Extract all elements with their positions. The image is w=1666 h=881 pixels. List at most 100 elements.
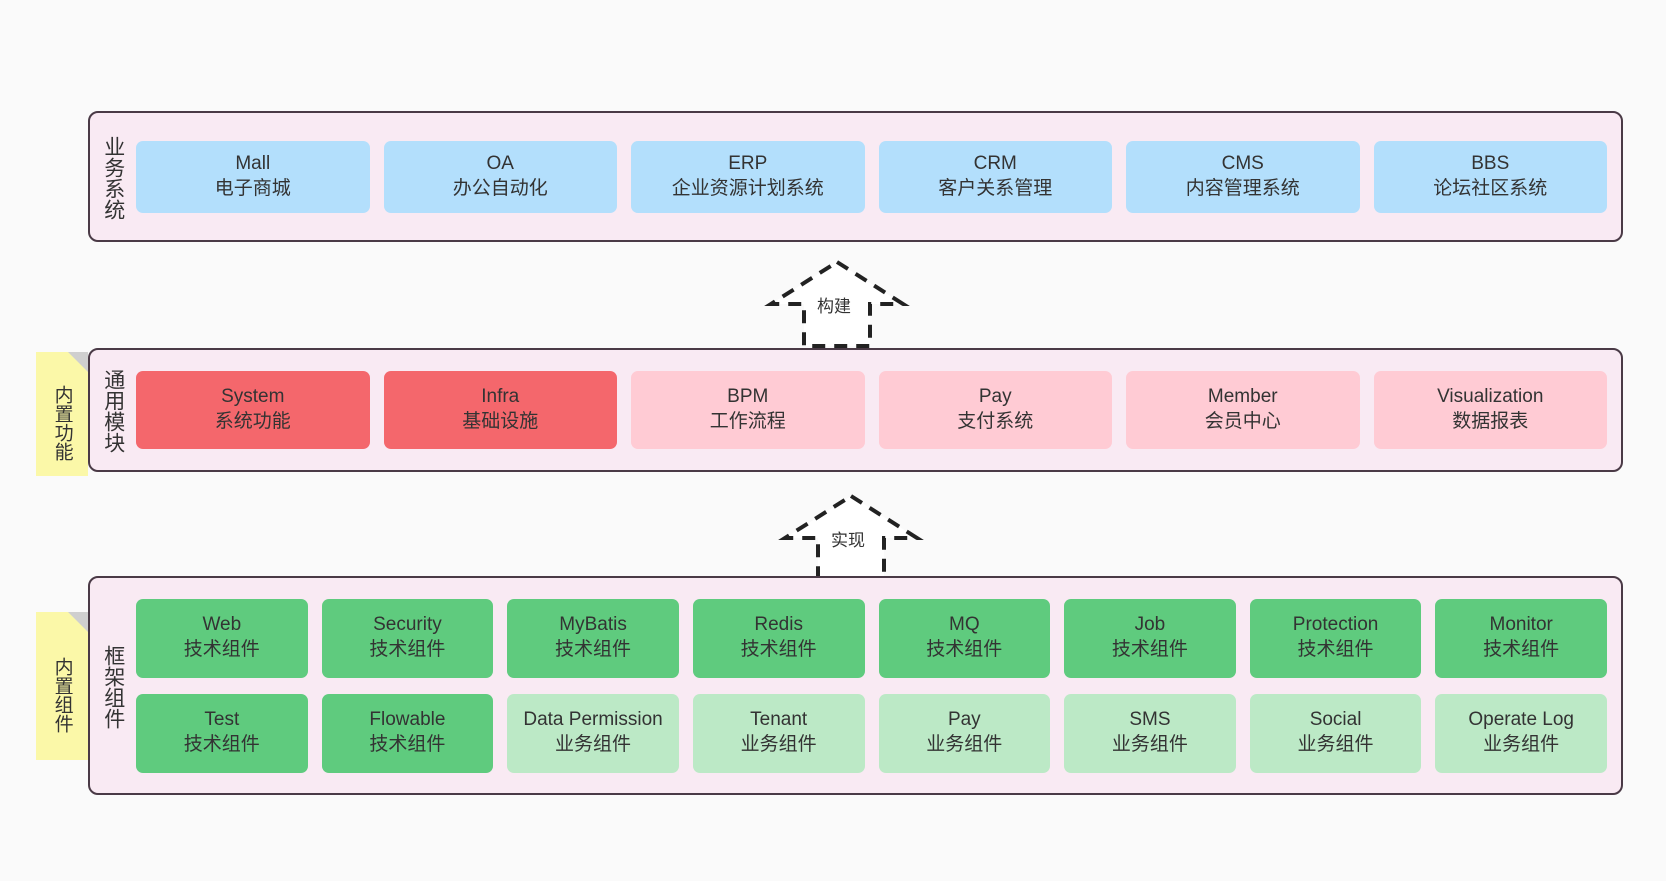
layer-body-framework: Web 技术组件 Security 技术组件 MyBatis 技术组件 Redi… bbox=[136, 578, 1621, 793]
connector-implement: 实现 bbox=[771, 492, 931, 582]
card-test[interactable]: Test 技术组件 bbox=[136, 693, 308, 773]
card-title: Mall bbox=[235, 152, 271, 174]
card-subtitle: 技术组件 bbox=[369, 639, 446, 660]
card-monitor[interactable]: Monitor 技术组件 bbox=[1435, 598, 1607, 678]
card-operate-log[interactable]: Operate Log 业务组件 bbox=[1435, 693, 1607, 773]
note-fold-corner-icon bbox=[68, 352, 88, 372]
card-title: Pay bbox=[978, 386, 1012, 408]
card-security[interactable]: Security 技术组件 bbox=[321, 598, 494, 678]
card-title: Visualization bbox=[1437, 386, 1544, 408]
card-bpm[interactable]: BPM 工作流程 bbox=[631, 371, 865, 449]
card-title: Test bbox=[204, 709, 240, 731]
card-subtitle: 技术组件 bbox=[1297, 639, 1374, 660]
card-social[interactable]: Social 业务组件 bbox=[1249, 693, 1422, 773]
card-title: Infra bbox=[481, 386, 520, 408]
card-title: Pay bbox=[947, 709, 981, 731]
card-subtitle: 业务组件 bbox=[1297, 734, 1374, 755]
card-subtitle: 内容管理系统 bbox=[1185, 177, 1300, 199]
card-cms[interactable]: CMS 内容管理系统 bbox=[1126, 140, 1360, 213]
card-subtitle: 业务组件 bbox=[1111, 734, 1188, 755]
card-mq[interactable]: MQ 技术组件 bbox=[878, 598, 1051, 678]
card-row: Mall 电子商城 OA 办公自动化 ERP 企业资源计划系统 CRM 客户关系… bbox=[136, 140, 1607, 213]
card-mall[interactable]: Mall 电子商城 bbox=[136, 140, 370, 213]
card-title: MyBatis bbox=[559, 614, 627, 636]
card-infra[interactable]: Infra 基础设施 bbox=[383, 371, 617, 449]
card-subtitle: 业务组件 bbox=[740, 734, 817, 755]
card-subtitle: 办公自动化 bbox=[452, 177, 548, 199]
card-subtitle: 业务组件 bbox=[926, 734, 1003, 755]
card-subtitle: 技术组件 bbox=[1111, 639, 1188, 660]
note-fold-corner-icon bbox=[68, 612, 88, 632]
card-subtitle: 基础设施 bbox=[462, 411, 539, 432]
card-subtitle: 电子商城 bbox=[214, 177, 291, 199]
card-subtitle: 数据报表 bbox=[1452, 411, 1529, 432]
card-row: Web 技术组件 Security 技术组件 MyBatis 技术组件 Redi… bbox=[136, 598, 1607, 678]
card-subtitle: 技术组件 bbox=[183, 639, 260, 660]
card-subtitle: 技术组件 bbox=[183, 734, 260, 755]
card-title: Operate Log bbox=[1468, 709, 1574, 731]
card-erp[interactable]: ERP 企业资源计划系统 bbox=[631, 140, 865, 213]
card-web[interactable]: Web 技术组件 bbox=[136, 598, 308, 678]
card-subtitle: 技术组件 bbox=[740, 639, 817, 660]
card-system[interactable]: System 系统功能 bbox=[136, 371, 370, 449]
card-title: Job bbox=[1134, 614, 1166, 636]
card-title: Web bbox=[202, 614, 242, 636]
card-mybatis[interactable]: MyBatis 技术组件 bbox=[507, 598, 679, 678]
card-subtitle: 企业资源计划系统 bbox=[671, 177, 824, 199]
note-builtin-function: 内置功能 bbox=[36, 352, 88, 476]
layer-business-system: 业务系统 Mall 电子商城 OA 办公自动化 ERP 企业资源计划系统 CRM… bbox=[88, 111, 1623, 242]
card-title: MQ bbox=[949, 614, 980, 636]
card-title: Protection bbox=[1292, 614, 1379, 636]
card-subtitle: 会员中心 bbox=[1204, 411, 1281, 432]
card-subtitle: 业务组件 bbox=[555, 734, 632, 755]
layer-body-common: System 系统功能 Infra 基础设施 BPM 工作流程 Pay 支付系统… bbox=[136, 350, 1621, 470]
card-pay-component[interactable]: Pay 业务组件 bbox=[878, 693, 1051, 773]
card-member[interactable]: Member 会员中心 bbox=[1126, 371, 1360, 449]
connector-build: 构建 bbox=[757, 258, 917, 348]
connector-label: 构建 bbox=[817, 297, 851, 316]
card-redis[interactable]: Redis 技术组件 bbox=[692, 598, 865, 678]
card-title: BPM bbox=[727, 386, 769, 408]
card-subtitle: 系统功能 bbox=[214, 411, 291, 432]
card-title: Redis bbox=[754, 614, 803, 636]
card-row: Test 技术组件 Flowable 技术组件 Data Permission … bbox=[136, 693, 1607, 773]
card-pay-module[interactable]: Pay 支付系统 bbox=[878, 371, 1112, 449]
card-subtitle: 支付系统 bbox=[957, 411, 1034, 432]
note-text: 内置功能 bbox=[51, 385, 73, 461]
card-sms[interactable]: SMS 业务组件 bbox=[1064, 693, 1236, 773]
card-title: Flowable bbox=[369, 709, 446, 731]
card-subtitle: 技术组件 bbox=[1483, 639, 1560, 660]
card-subtitle: 技术组件 bbox=[369, 734, 446, 755]
card-title: BBS bbox=[1471, 152, 1510, 174]
card-title: SMS bbox=[1129, 709, 1171, 731]
layer-framework-component: 框架组件 Web 技术组件 Security 技术组件 MyBatis 技术组件… bbox=[88, 576, 1623, 795]
card-bbs[interactable]: BBS 论坛社区系统 bbox=[1373, 140, 1607, 213]
card-data-permission[interactable]: Data Permission 业务组件 bbox=[507, 693, 679, 773]
card-job[interactable]: Job 技术组件 bbox=[1064, 598, 1236, 678]
card-title: CMS bbox=[1221, 152, 1264, 174]
card-title: Data Permission bbox=[523, 709, 663, 731]
layer-body-business: Mall 电子商城 OA 办公自动化 ERP 企业资源计划系统 CRM 客户关系… bbox=[136, 113, 1621, 240]
card-title: ERP bbox=[728, 152, 768, 174]
card-oa[interactable]: OA 办公自动化 bbox=[383, 140, 617, 213]
card-subtitle: 客户关系管理 bbox=[938, 177, 1053, 199]
card-title: Monitor bbox=[1489, 614, 1553, 636]
card-crm[interactable]: CRM 客户关系管理 bbox=[878, 140, 1112, 213]
card-title: Social bbox=[1309, 709, 1362, 731]
card-title: System bbox=[221, 386, 285, 408]
card-protection[interactable]: Protection 技术组件 bbox=[1249, 598, 1422, 678]
dashed-generalization-arrow-icon bbox=[764, 259, 910, 348]
card-title: CRM bbox=[973, 152, 1017, 174]
card-subtitle: 工作流程 bbox=[709, 411, 786, 432]
card-flowable[interactable]: Flowable 技术组件 bbox=[321, 693, 494, 773]
card-row: System 系统功能 Infra 基础设施 BPM 工作流程 Pay 支付系统… bbox=[136, 371, 1607, 449]
card-tenant[interactable]: Tenant 业务组件 bbox=[692, 693, 865, 773]
layer-title-common: 通用模块 bbox=[101, 369, 125, 453]
card-title: Member bbox=[1207, 386, 1278, 408]
layer-title-framework: 框架组件 bbox=[101, 644, 125, 729]
card-visualization[interactable]: Visualization 数据报表 bbox=[1373, 371, 1607, 449]
card-title: Security bbox=[373, 614, 442, 636]
note-text: 内置组件 bbox=[51, 657, 73, 733]
card-subtitle: 业务组件 bbox=[1483, 734, 1560, 755]
